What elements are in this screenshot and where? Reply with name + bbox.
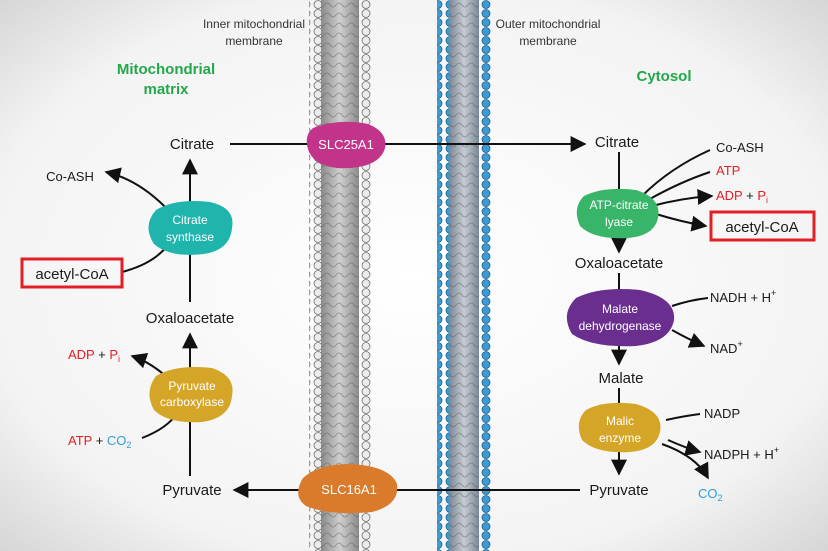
- cytosol-nadph: NADPH + H+: [704, 445, 779, 462]
- matrix-atp-co2: ATP + CO2: [68, 433, 131, 450]
- pathway-arrows: [104, 136, 714, 498]
- pyruvate-carboxylase-label-1: Pyruvate: [168, 379, 216, 393]
- cytosol-nadh: NADH + H+: [710, 288, 776, 305]
- outer-membrane-label-2: membrane: [519, 34, 577, 48]
- acetylcoa-output-arrow: [655, 213, 708, 232]
- matrix-acetylcoa: acetyl-CoA: [35, 266, 108, 283]
- atp-input-line: [647, 171, 711, 201]
- inner-membrane-label-1: Inner mitochondrial: [203, 17, 305, 31]
- outer-membrane-label-1: Outer mitochondrial: [496, 17, 601, 31]
- citrate-synthase-label-1: Citrate: [172, 213, 208, 227]
- cytosol-co2: CO2: [698, 486, 723, 503]
- matrix-pyruvate: Pyruvate: [162, 482, 221, 499]
- inner-membrane-label-2: membrane: [225, 34, 283, 48]
- matrix-oxaloacetate: Oxaloacetate: [146, 310, 234, 327]
- acl-label-2: lyase: [605, 215, 633, 229]
- pyruvate-carboxylase-enzyme: Pyruvate carboxylase: [149, 367, 233, 423]
- cytosol-header: Cytosol: [636, 68, 691, 85]
- matrix-header-1: Mitochondrial: [117, 61, 215, 78]
- adp-pi-output-arrow: [651, 188, 714, 207]
- matrix-adp-pi: ADP + Pi: [68, 347, 120, 364]
- coash-input-line: [641, 149, 711, 197]
- acl-label-1: ATP-citrate: [589, 198, 648, 212]
- nadh-input-line: [671, 297, 709, 307]
- nadp-input-line: [665, 413, 701, 421]
- malate-dehydrogenase-enzyme: Malate dehydrogenase: [566, 289, 675, 347]
- cytosol-citrate: Citrate: [595, 134, 639, 151]
- slc16a1-transporter: SLC16A1: [298, 464, 398, 514]
- cytosol-nadp: NADP: [704, 406, 740, 421]
- cytosol-atp: ATP: [716, 163, 740, 178]
- malic-enzyme-label-2: enzyme: [599, 431, 641, 445]
- citrate-synthase-enzyme: Citrate synthase: [148, 201, 233, 255]
- citrate-synthase-label-2: synthase: [166, 230, 214, 244]
- pyruvate-carboxylase-label-2: carboxylase: [160, 395, 224, 409]
- matrix-citrate: Citrate: [170, 136, 214, 153]
- cytosol-pyruvate: Pyruvate: [589, 482, 648, 499]
- cytosol-oxaloacetate: Oxaloacetate: [575, 255, 663, 272]
- outer-membrane: [437, 0, 491, 551]
- malic-enzyme-enzyme: Malic enzyme: [578, 402, 661, 453]
- matrix-coash: Co-ASH: [46, 169, 94, 184]
- slc25a1-label: SLC25A1: [318, 137, 374, 152]
- co2-output-arrow: [661, 443, 709, 480]
- cytosol-nad: NAD+: [710, 339, 743, 356]
- mdh-label-2: dehydrogenase: [579, 319, 662, 333]
- malic-enzyme-label-1: Malic: [606, 414, 634, 428]
- cytosol-acetylcoa: acetyl-CoA: [725, 219, 798, 236]
- slc16a1-label: SLC16A1: [321, 482, 377, 497]
- cytosol-adp-pi: ADP + Pi: [716, 188, 768, 205]
- matrix-header-2: matrix: [143, 81, 189, 98]
- cytosol-acetylcoa-box: [709, 210, 816, 242]
- cytosol-malate: Malate: [598, 370, 643, 387]
- nad-output-arrow: [671, 329, 706, 348]
- mdh-label-1: Malate: [602, 302, 638, 316]
- cytosol-coash: Co-ASH: [716, 140, 764, 155]
- atp-citrate-lyase-enzyme: ATP-citrate lyase: [576, 188, 659, 239]
- slc25a1-transporter: SLC25A1: [306, 121, 386, 169]
- matrix-acetylcoa-box: [20, 257, 124, 289]
- nadph-output-arrow: [667, 439, 702, 456]
